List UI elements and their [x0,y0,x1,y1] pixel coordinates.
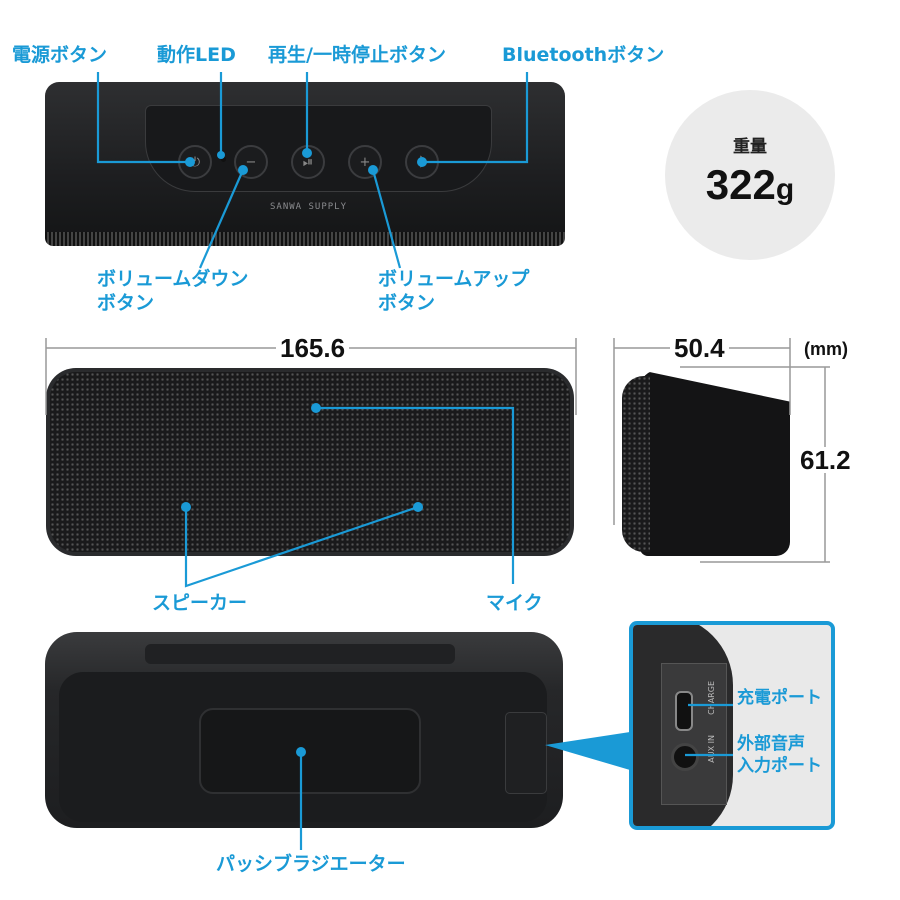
callout-charge-port: 充電ポート [737,688,822,708]
callout-volume-up: ボリュームアップボタン [378,268,530,314]
minus-icon: − [245,154,257,170]
top-grille [45,232,565,246]
speaker-back-view [45,632,563,828]
passive-radiator [199,708,421,794]
weight-badge: 重量 322g [665,90,835,260]
callout-passive-radiator: パッシブラジエーター [216,853,406,875]
callout-speaker: スピーカー [152,592,248,614]
callout-power: 電源ボタン [12,44,108,66]
weight-label: 重量 [733,137,767,157]
aux-jack-icon [671,743,699,771]
led-indicator [221,157,226,162]
play-pause-icon: ⏯ [302,154,314,170]
rear-button-row [145,644,455,664]
callout-aux-port: 外部音声入力ポート [737,734,822,777]
port-detail-inset: CHARGE AUX IN 充電ポート 外部音声入力ポート [629,621,835,830]
callout-bluetooth: Bluetoothボタン [502,44,665,66]
brand-logo: SANWA SUPPLY [270,202,348,212]
speaker-grille [50,372,570,552]
dimension-width: 165.6 [276,335,350,361]
speaker-front-view [46,368,574,556]
weight-value: 322g [705,161,795,208]
port-panel [661,663,727,805]
dimension-unit: (mm) [800,340,852,358]
callout-mic: マイク [486,592,543,614]
dimension-depth: 50.4 [670,335,729,361]
speaker-side-view [622,370,790,556]
callout-play-pause: 再生/一時停止ボタン [268,44,446,66]
dimension-height: 61.2 [796,447,855,473]
callout-led: 動作LED [157,44,236,66]
port-cover [505,712,547,794]
usb-port-icon [675,691,693,731]
callout-volume-down: ボリュームダウンボタン [97,268,249,314]
plus-icon: + [359,154,371,170]
